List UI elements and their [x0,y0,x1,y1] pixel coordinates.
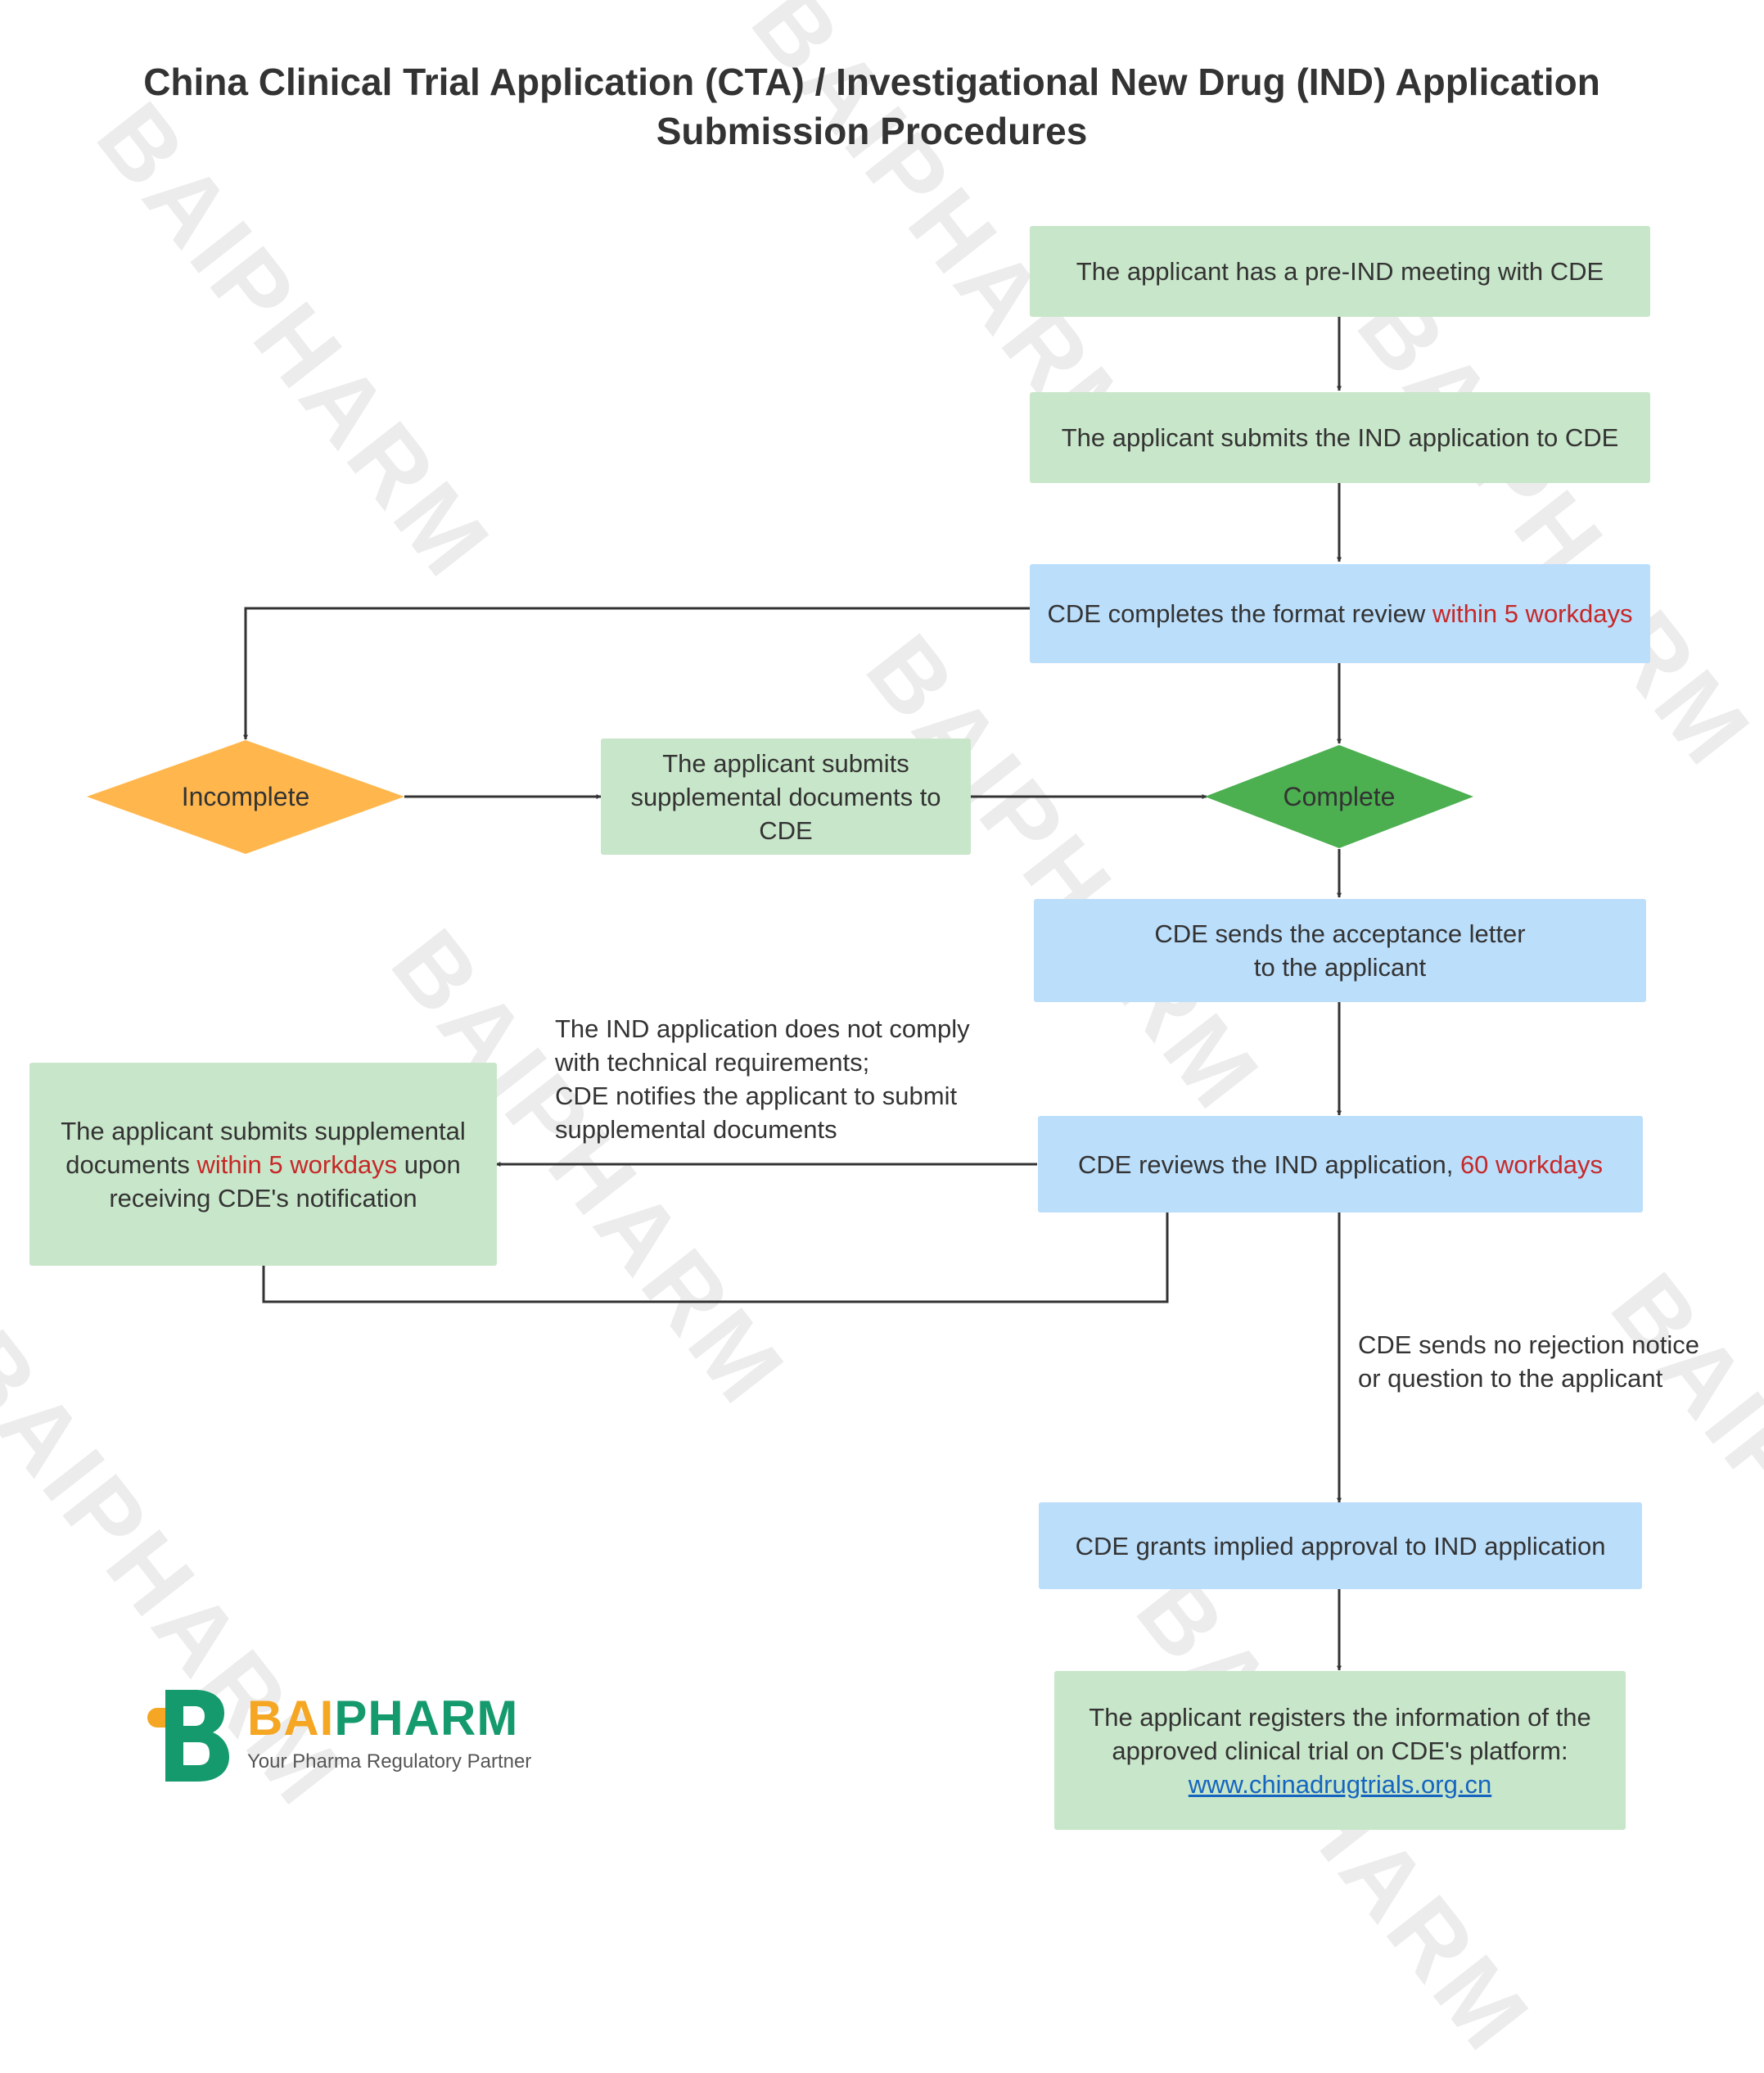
review-ind-box: CDE reviews the IND application, 60 work… [1038,1116,1643,1213]
page-title: China Clinical Trial Application (CTA) /… [0,57,1744,156]
non-comply-note: The IND application does not comply with… [555,1012,1046,1146]
no-rejection-note-line-2: or question to the applicant [1358,1364,1663,1393]
complete-diamond [1205,745,1473,848]
non-comply-note-line-2: with technical requirements; [555,1048,870,1077]
non-comply-note-line-1: The IND application does not comply [555,1014,970,1043]
submit-supplemental-text: The applicant submits supplemental docum… [630,748,941,845]
acceptance-letter-box: CDE sends the acceptance letter to the ap… [1034,899,1646,1002]
implied-approval-text: CDE grants implied approval to IND appli… [1075,1531,1606,1560]
logo-wordmark-pharm: PHARM [334,1691,519,1746]
pre-ind-meeting-text: The applicant has a pre-IND meeting with… [1076,257,1604,286]
no-rejection-note: CDE sends no rejection notice or questio… [1358,1328,1751,1395]
complete-label: Complete [1283,781,1396,811]
incomplete-diamond [87,740,404,854]
supplemental-5-before: The applicant submits supplemental docum… [61,1116,466,1179]
non-comply-note-line-3: CDE notifies the applicant to submit [555,1082,958,1110]
pre-ind-meeting-box: The applicant has a pre-IND meeting with… [1030,226,1650,317]
review-ind-deadline: 60 workdays [1459,1149,1603,1179]
submit-ind-text: The applicant submits the IND applicatio… [1061,423,1619,452]
submit-ind-box: The applicant submits the IND applicatio… [1030,392,1650,483]
format-review-deadline: within 5 workdays [1432,599,1633,628]
register-trial-box: The applicant registers the information … [1054,1671,1626,1830]
chinadrugtrials-link[interactable]: www.chinadrugtrials.org.cn [1188,1769,1492,1799]
format-review-box: CDE completes the format review within 5… [1030,564,1650,663]
supplemental-5-deadline: within 5 workdays [196,1149,398,1179]
review-ind-main: CDE reviews the IND application, [1078,1149,1460,1179]
flow-connectors [87,317,1473,1671]
format-review-text: CDE completes the format review within 5… [1048,597,1633,630]
supplemental-5-workdays-text: The applicant submits supplemental docum… [46,1114,480,1215]
non-comply-note-line-4: supplemental documents [555,1115,837,1144]
arrow-supplemental5-to-review [262,1206,1170,1303]
arrow-format-to-incomplete [243,607,1030,740]
baipharm-logo: BAIPHARM Your Pharma Regulatory Partner [147,1687,540,1785]
supplemental-5-after: upon receiving CDE's notification [109,1149,461,1213]
register-trial-text: The applicant registers the information … [1069,1700,1611,1801]
logo-wordmark: BAIPHARM [247,1690,518,1746]
acceptance-letter-text: CDE sends the acceptance letter to the ap… [1154,917,1525,984]
format-review-main: CDE completes the format review [1047,599,1432,628]
baipharm-b-icon [147,1690,229,1782]
logo-wordmark-bai: BAI [247,1691,335,1746]
acceptance-letter-line-1: CDE sends the acceptance letter [1154,919,1526,948]
review-ind-text: CDE reviews the IND application, 60 work… [1078,1148,1603,1181]
no-rejection-note-line-1: CDE sends no rejection notice [1358,1330,1700,1359]
submit-supplemental-box: The applicant submits supplemental docum… [601,738,971,855]
logo-tagline: Your Pharma Regulatory Partner [247,1750,532,1773]
register-trial-main: The applicant registers the information … [1089,1702,1591,1765]
title-line-1: China Clinical Trial Application (CTA) /… [143,61,1600,103]
supplemental-5-workdays-box: The applicant submits supplemental docum… [29,1063,497,1266]
implied-approval-box: CDE grants implied approval to IND appli… [1039,1502,1642,1589]
incomplete-label: Incomplete [181,781,310,811]
title-line-2: Submission Procedures [656,110,1088,152]
acceptance-letter-line-2: to the applicant [1253,953,1427,982]
